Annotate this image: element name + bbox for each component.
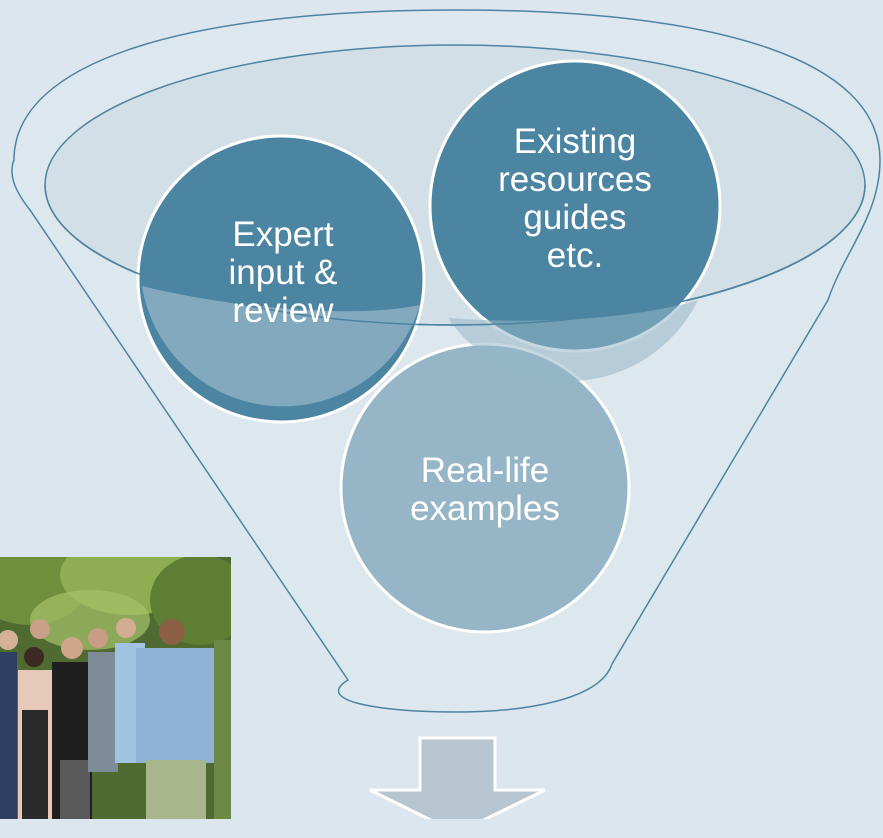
down-arrow-icon bbox=[369, 736, 546, 835]
circle-existing-lower bbox=[448, 300, 698, 382]
expert-input-review-label: Expert input & review bbox=[228, 215, 338, 330]
rim-front-edge bbox=[44, 184, 866, 326]
circle-expert-lower bbox=[142, 286, 420, 407]
group-photo-icon bbox=[0, 557, 231, 819]
existing-resources-label: Existing resources guides etc. bbox=[498, 122, 652, 275]
real-life-examples-label: Real-life examples bbox=[410, 451, 560, 528]
